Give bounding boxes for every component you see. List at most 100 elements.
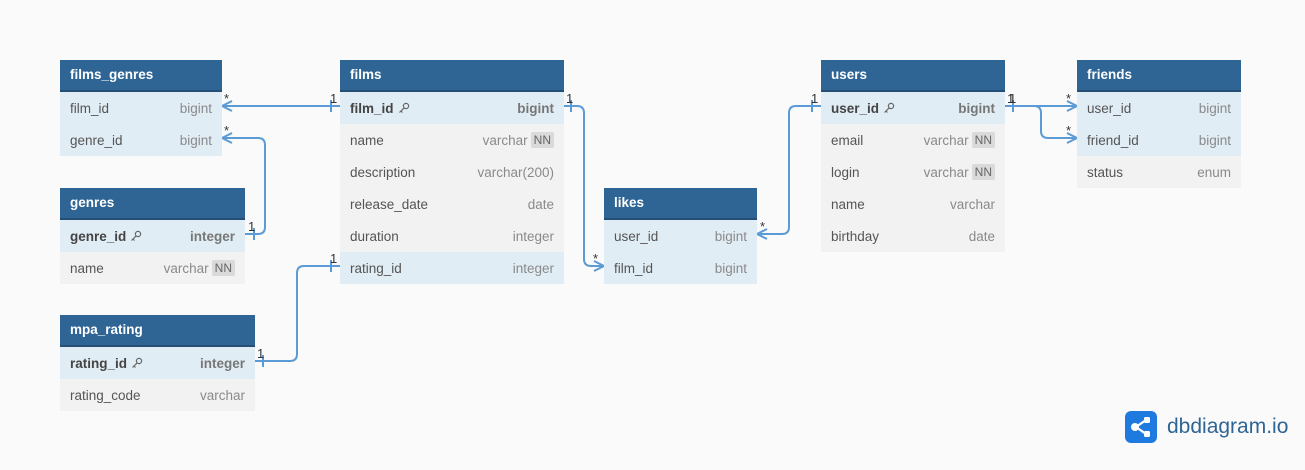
column-name: film_id xyxy=(350,100,394,116)
dbdiagram-brand[interactable]: dbdiagram.io xyxy=(1125,411,1288,443)
card-many-fg-genre: * xyxy=(224,123,229,138)
table-row[interactable]: user_id bigint xyxy=(1077,92,1241,124)
column-name: name xyxy=(70,260,104,276)
table-header[interactable]: friends xyxy=(1077,60,1241,92)
table-likes[interactable]: likes user_id bigint film_id bigint xyxy=(604,188,757,284)
table-row[interactable]: description varchar(200) xyxy=(340,156,564,188)
column-name: friend_id xyxy=(1087,132,1139,148)
column-name-wrap: film_id xyxy=(350,101,410,116)
column-type: varchar xyxy=(199,387,245,403)
column-name: rating_id xyxy=(70,355,128,371)
column-type: bigint xyxy=(1198,132,1231,148)
table-header[interactable]: users xyxy=(821,60,1005,92)
card-many-friends-user: * xyxy=(1066,91,1071,106)
column-name: user_id xyxy=(831,100,880,116)
column-name-wrap: user_id xyxy=(831,101,895,116)
column-type: bigint xyxy=(714,260,747,276)
table-row[interactable]: duration integer xyxy=(340,220,564,252)
table-row[interactable]: rating_id integer xyxy=(60,347,255,379)
key-icon xyxy=(884,102,895,113)
table-genres[interactable]: genres genre_id integer name varchar NN xyxy=(60,188,245,284)
card-many-friends-friend: * xyxy=(1066,123,1071,138)
column-name: login xyxy=(831,164,860,180)
column-type-wrap: varchar NN xyxy=(924,164,995,180)
column-type: bigint xyxy=(517,100,554,116)
table-header[interactable]: likes xyxy=(604,188,757,220)
link-films-genres-genres xyxy=(222,137,266,235)
not-null-badge: NN xyxy=(971,164,995,180)
column-type: varchar xyxy=(163,260,209,276)
table-users[interactable]: users user_id bigint email varchar NN lo… xyxy=(821,60,1005,252)
card-many-likes-film: * xyxy=(593,251,598,266)
table-header[interactable]: films xyxy=(340,60,564,92)
column-name: birthday xyxy=(831,228,880,244)
table-row[interactable]: film_id bigint xyxy=(340,92,564,124)
column-name-wrap: rating_id xyxy=(70,356,143,371)
column-name: release_date xyxy=(350,196,429,212)
column-type: varchar(200) xyxy=(477,164,554,180)
column-type: integer xyxy=(512,260,554,276)
table-row[interactable]: rating_code varchar xyxy=(60,379,255,411)
not-null-badge: NN xyxy=(971,132,995,148)
column-name: duration xyxy=(350,228,399,244)
column-name: user_id xyxy=(1087,100,1132,116)
table-row[interactable]: email varchar NN xyxy=(821,124,1005,156)
column-name: name xyxy=(831,196,865,212)
table-row[interactable]: release_date date xyxy=(340,188,564,220)
card-one-genres: 1 xyxy=(248,219,255,234)
table-row[interactable]: name varchar NN xyxy=(340,124,564,156)
link-mpa-rating-films xyxy=(255,265,340,362)
column-name: name xyxy=(350,132,384,148)
column-name: rating_id xyxy=(350,260,402,276)
card-one-films-fg: 1 xyxy=(330,91,337,106)
dbdiagram-logo-icon xyxy=(1125,411,1157,443)
table-mpa-rating[interactable]: mpa_rating rating_id integer rating_code… xyxy=(60,315,255,411)
table-row[interactable]: name varchar xyxy=(821,188,1005,220)
table-header[interactable]: genres xyxy=(60,188,245,220)
column-type: integer xyxy=(512,228,554,244)
column-type: integer xyxy=(189,228,235,244)
card-one-mpa: 1 xyxy=(257,346,264,361)
table-row[interactable]: user_id bigint xyxy=(604,220,757,252)
column-type: date xyxy=(527,196,554,212)
column-type: integer xyxy=(199,355,245,371)
column-type: bigint xyxy=(179,132,212,148)
table-row[interactable]: user_id bigint xyxy=(821,92,1005,124)
column-type-wrap: varchar NN xyxy=(164,260,235,276)
table-row[interactable]: birthday date xyxy=(821,220,1005,252)
table-row[interactable]: film_id bigint xyxy=(60,92,222,124)
card-one-users-friends-a: 1 xyxy=(1007,91,1014,106)
table-header[interactable]: films_genres xyxy=(60,60,222,92)
column-type: varchar xyxy=(949,196,995,212)
column-type-wrap: varchar NN xyxy=(483,132,554,148)
column-type: enum xyxy=(1197,164,1231,180)
link-films-likes xyxy=(564,105,604,267)
table-row[interactable]: rating_id integer xyxy=(340,252,564,284)
column-name: user_id xyxy=(614,228,659,244)
table-films[interactable]: films film_id bigint name varchar NN des… xyxy=(340,60,564,284)
table-films-genres[interactable]: films_genres film_id bigint genre_id big… xyxy=(60,60,222,156)
column-type: varchar xyxy=(482,132,528,148)
column-type: bigint xyxy=(714,228,747,244)
table-row[interactable]: name varchar NN xyxy=(60,252,245,284)
table-header[interactable]: mpa_rating xyxy=(60,315,255,347)
table-row[interactable]: film_id bigint xyxy=(604,252,757,284)
table-friends[interactable]: friends user_id bigint friend_id bigint … xyxy=(1077,60,1241,188)
table-row[interactable]: status enum xyxy=(1077,156,1241,188)
table-row[interactable]: login varchar NN xyxy=(821,156,1005,188)
column-name: description xyxy=(350,164,416,180)
not-null-badge: NN xyxy=(530,132,554,148)
column-name: email xyxy=(831,132,864,148)
table-row[interactable]: genre_id bigint xyxy=(60,124,222,156)
column-type: date xyxy=(968,228,995,244)
card-one-users-friends-b: 1 xyxy=(1009,91,1016,106)
column-name: genre_id xyxy=(70,228,127,244)
column-name: film_id xyxy=(614,260,654,276)
card-one-films-likes: 1 xyxy=(566,91,573,106)
table-row[interactable]: genre_id integer xyxy=(60,220,245,252)
column-name: genre_id xyxy=(70,132,123,148)
table-row[interactable]: friend_id bigint xyxy=(1077,124,1241,156)
column-name-wrap: genre_id xyxy=(70,229,142,244)
column-type-wrap: varchar NN xyxy=(924,132,995,148)
